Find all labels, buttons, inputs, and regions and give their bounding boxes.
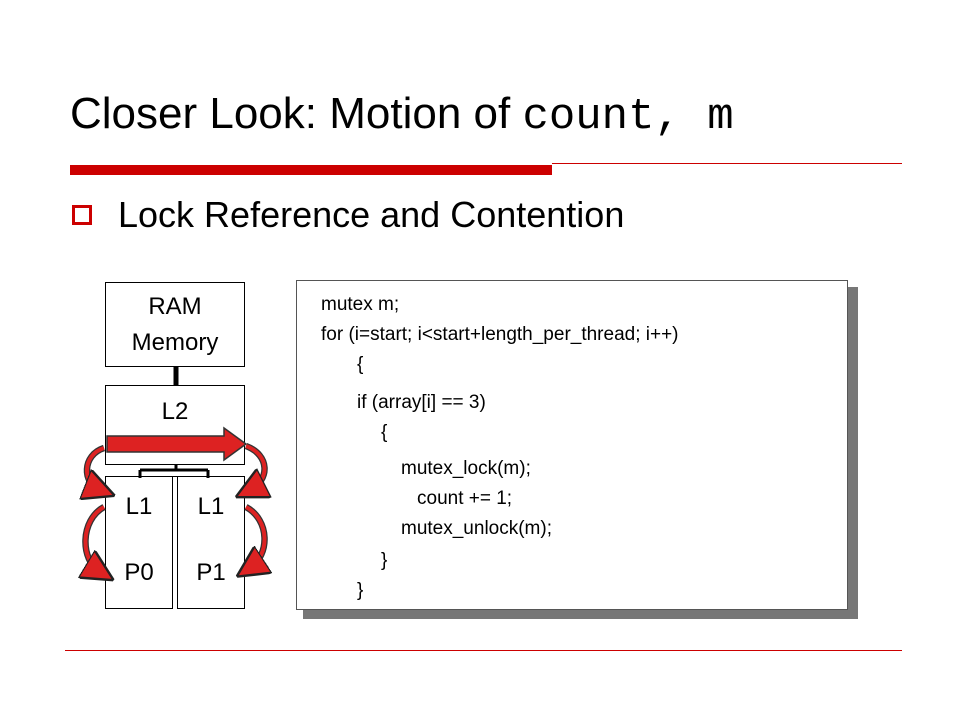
memory-label: Memory <box>131 329 219 356</box>
code-box: mutex m; for (i=start; i<start+length_pe… <box>296 280 848 610</box>
l2-label: L2 <box>161 398 189 425</box>
code-line-6: mutex_lock(m); <box>401 458 531 479</box>
code-line-5: { <box>381 422 388 443</box>
p1-label: P1 <box>196 559 226 586</box>
l2-transfer-arrow <box>106 426 248 462</box>
l1-left-label: L1 <box>125 493 153 520</box>
right-upper-curve-arrow <box>246 444 265 490</box>
code-line-4: if (array[i] == 3) <box>357 392 486 413</box>
left-lower-curve-arrow <box>85 505 104 572</box>
right-lower-curve-arrow <box>246 505 265 568</box>
l1-right-label: L1 <box>197 493 225 520</box>
code-line-7: count += 1; <box>417 488 513 509</box>
code-line-8: mutex_unlock(m); <box>401 518 552 539</box>
code-line-9: } <box>381 550 388 571</box>
title-underline-thin <box>552 163 902 164</box>
ram-label: RAM <box>148 293 202 320</box>
title-underline-thick <box>70 165 552 175</box>
title-text: Closer Look: Motion of <box>70 89 523 138</box>
code-line-10: } <box>357 580 364 601</box>
slide-title: Closer Look: Motion of count, m <box>70 89 734 142</box>
ram-memory-box: RAM Memory <box>105 282 245 367</box>
code-line-1: mutex m; <box>321 294 400 315</box>
l2-core-connector <box>138 464 210 478</box>
title-code: count, m <box>522 92 734 142</box>
code-line-2: for (i=start; i<start+length_per_thread;… <box>321 324 679 345</box>
bullet-text: Lock Reference and Contention <box>118 194 625 235</box>
footer-rule <box>65 650 902 651</box>
bullet-item: Lock Reference and Contention <box>72 194 624 236</box>
left-upper-curve-arrow <box>87 446 104 490</box>
bullet-square-icon <box>72 205 92 225</box>
l2-divider <box>105 476 245 477</box>
p0-label: P0 <box>124 559 154 586</box>
code-line-3: { <box>357 354 364 375</box>
